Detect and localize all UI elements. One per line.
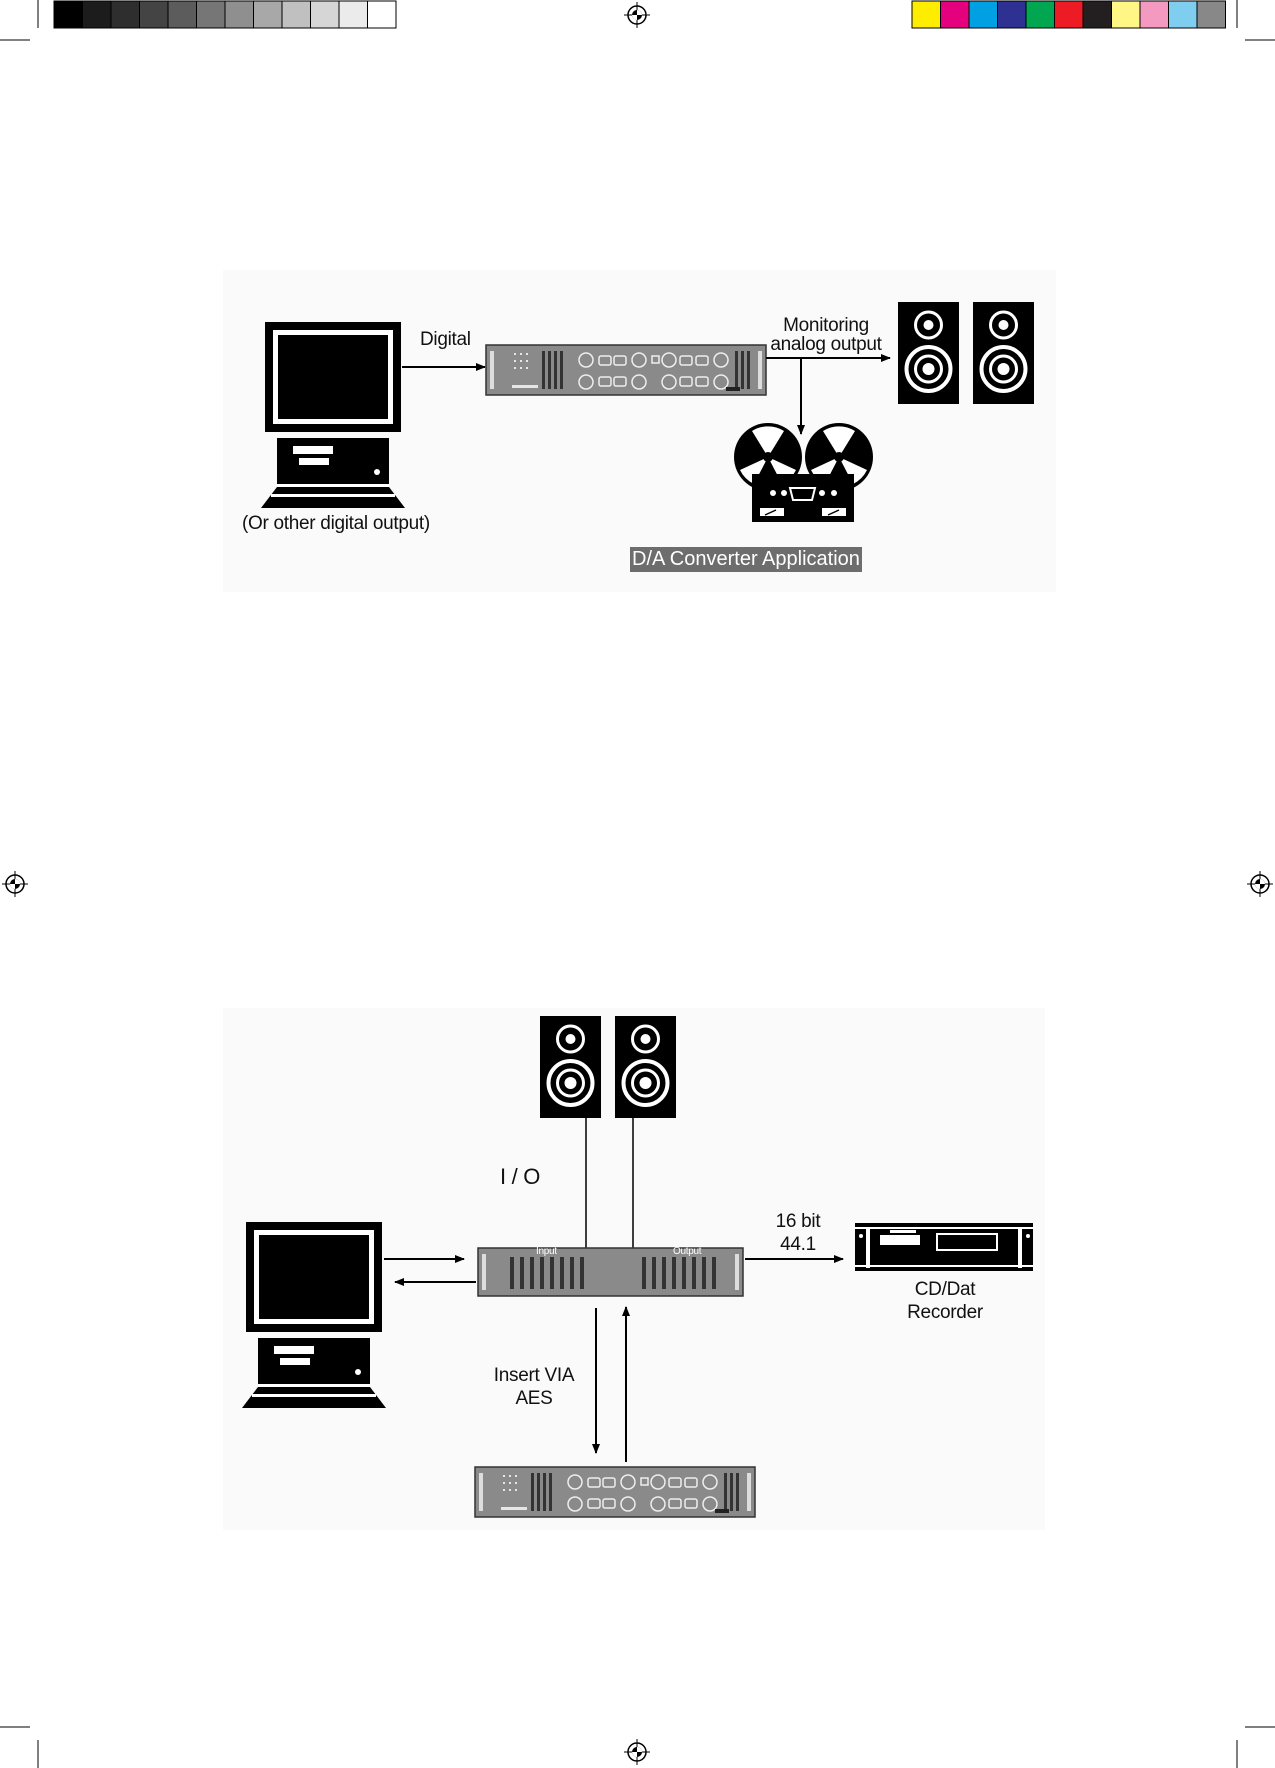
level-meter-strip: [550, 1257, 554, 1289]
level-meter-strip: [672, 1257, 676, 1289]
level-meter-strip: [560, 1257, 564, 1289]
insert-label-line2: AES: [515, 1388, 552, 1410]
speaker-icon: [615, 1016, 676, 1118]
bit-depth-label: 16 bit: [776, 1211, 821, 1233]
level-meter-strip: [520, 1257, 524, 1289]
recorder-label-line1: CD/Dat: [915, 1279, 976, 1301]
level-meter-strip: [580, 1257, 584, 1289]
io-input-label: Input: [536, 1246, 557, 1258]
level-meter-strip: [540, 1257, 544, 1289]
speaker-icon: [540, 1016, 601, 1118]
level-meter-strip: [712, 1257, 716, 1289]
level-meter-strip: [642, 1257, 646, 1289]
level-meter-strip: [570, 1257, 574, 1289]
recorder-label-line2: Recorder: [907, 1302, 983, 1324]
io-label: I / O: [500, 1166, 540, 1188]
level-meter-strip: [510, 1257, 514, 1289]
level-meter-strip: [652, 1257, 656, 1289]
level-meter-strip: [702, 1257, 706, 1289]
io-interface-unit-icon: [478, 1248, 743, 1296]
level-meter-strip: [530, 1257, 534, 1289]
level-meter-strip: [682, 1257, 686, 1289]
level-meter-strip: [692, 1257, 696, 1289]
insert-label-line1: Insert VIA: [494, 1365, 574, 1387]
cd-dat-recorder-icon: [855, 1223, 1033, 1271]
io-output-label: Output: [673, 1246, 701, 1258]
sample-rate-label: 44.1: [780, 1234, 816, 1256]
level-meter-strip: [662, 1257, 666, 1289]
insert-processor-unit-icon: [475, 1467, 755, 1517]
computer-icon: [242, 1222, 386, 1408]
